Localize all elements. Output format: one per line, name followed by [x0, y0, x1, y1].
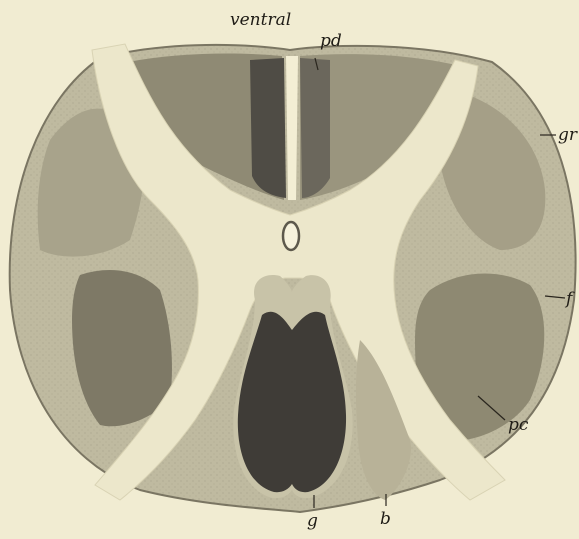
label-ventral: ventral	[230, 10, 291, 30]
central-canal	[283, 222, 299, 250]
pd-tract-left	[250, 58, 286, 198]
label-b: b	[380, 509, 391, 529]
pc-tract-left	[72, 270, 172, 426]
label-pd: pd	[320, 31, 342, 51]
label-pc: pc	[508, 415, 529, 435]
label-g: g	[307, 511, 318, 531]
label-gr: gr	[558, 125, 578, 145]
median-fissure	[286, 56, 298, 200]
pd-tract-right	[300, 58, 330, 198]
